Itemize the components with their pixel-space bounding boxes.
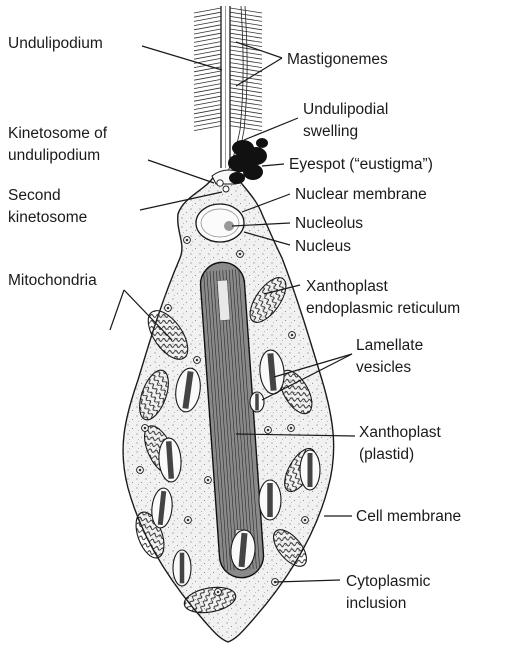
label-cell-membrane: Cell membrane bbox=[356, 508, 461, 525]
mastigoneme-hair bbox=[230, 67, 262, 72]
mastigoneme-hair bbox=[230, 117, 262, 122]
label-undulipodial-swelling-2: swelling bbox=[303, 123, 358, 140]
label-lamellate-1: Lamellate bbox=[356, 337, 423, 354]
label-xanthoplast-plastid-2: (plastid) bbox=[359, 446, 414, 463]
mastigoneme-hair bbox=[230, 92, 262, 97]
nucleus bbox=[196, 204, 244, 242]
eyespot bbox=[228, 138, 268, 184]
label-nucleolus: Nucleolus bbox=[295, 215, 363, 232]
mastigoneme-hair bbox=[194, 75, 221, 80]
mastigoneme-hair bbox=[194, 25, 221, 30]
mastigoneme-hair bbox=[194, 12, 221, 17]
label-lamellate-2: vesicles bbox=[356, 359, 411, 376]
mastigoneme-hair bbox=[194, 79, 221, 84]
mastigoneme-hair bbox=[194, 21, 221, 26]
mastigoneme-hair bbox=[194, 37, 221, 42]
mastigoneme-hair bbox=[194, 100, 221, 105]
kinetosome bbox=[217, 180, 223, 186]
mastigoneme-hair bbox=[230, 8, 262, 13]
mastigoneme-hair bbox=[194, 50, 221, 55]
label-mitochondria: Mitochondria bbox=[8, 272, 97, 289]
mastigoneme-hair bbox=[194, 113, 221, 118]
label-nuclear-membrane: Nuclear membrane bbox=[295, 186, 427, 203]
mastigoneme-hair bbox=[194, 46, 221, 51]
mastigoneme-hair bbox=[230, 33, 262, 38]
mastigoneme-hair bbox=[230, 121, 262, 126]
mastigonemes-hairs bbox=[194, 8, 262, 131]
label-cytoplasmic-2: inclusion bbox=[346, 595, 406, 612]
mastigoneme-hair bbox=[230, 126, 262, 131]
mastigoneme-hair bbox=[230, 58, 262, 63]
label-xanthoplast-plastid-1: Xanthoplast bbox=[359, 424, 442, 441]
mastigoneme-hair bbox=[230, 50, 262, 55]
mastigoneme-hair bbox=[230, 46, 262, 51]
mastigoneme-hair bbox=[230, 113, 262, 118]
mastigoneme-hair bbox=[194, 16, 221, 21]
mastigoneme-hair bbox=[194, 42, 221, 47]
mastigoneme-hair bbox=[194, 71, 221, 76]
mastigoneme-hair bbox=[230, 88, 262, 93]
mastigoneme-hair bbox=[194, 29, 221, 34]
lamellate-vesicle bbox=[259, 480, 281, 520]
mastigoneme-hair bbox=[194, 121, 221, 126]
label-xanthoplast-er-1: Xanthoplast bbox=[306, 278, 389, 295]
mastigoneme-hair bbox=[194, 54, 221, 59]
mastigoneme-hair bbox=[194, 109, 221, 114]
mastigoneme-hair bbox=[194, 8, 221, 13]
undulipodium-shaft bbox=[221, 6, 230, 168]
mastigoneme-hair bbox=[230, 37, 262, 42]
mastigoneme-hair bbox=[194, 96, 221, 101]
mastigoneme-hair bbox=[194, 33, 221, 38]
label-nucleus: Nucleus bbox=[295, 238, 351, 255]
mastigoneme-hair bbox=[194, 105, 221, 110]
mastigoneme-hair bbox=[194, 126, 221, 131]
label-kinetosome-2: undulipodium bbox=[8, 147, 100, 164]
lamellate-vesicle bbox=[250, 392, 264, 412]
mastigoneme-hair bbox=[230, 84, 262, 89]
mastigoneme-hair bbox=[194, 92, 221, 97]
label-undulipodial-swelling-1: Undulipodial bbox=[303, 101, 388, 118]
lamellate-vesicle bbox=[173, 550, 191, 586]
lamellate-vesicle bbox=[300, 450, 320, 490]
label-kinetosome-1: Kinetosome of bbox=[8, 125, 108, 142]
mastigoneme-hair bbox=[194, 117, 221, 122]
mastigoneme-hair bbox=[194, 84, 221, 89]
label-second-kinetosome-1: Second bbox=[8, 187, 61, 204]
mastigoneme-hair bbox=[194, 67, 221, 72]
label-xanthoplast-er-2: endoplasmic reticulum bbox=[306, 300, 460, 317]
second-kinetosome bbox=[223, 186, 229, 192]
mastigoneme-hair bbox=[230, 63, 262, 68]
label-second-kinetosome-2: kinetosome bbox=[8, 209, 87, 226]
label-mastigonemes: Mastigonemes bbox=[287, 51, 388, 68]
mastigoneme-hair bbox=[194, 88, 221, 93]
label-undulipodium: Undulipodium bbox=[8, 35, 103, 52]
label-cytoplasmic-1: Cytoplasmic bbox=[346, 573, 431, 590]
mastigoneme-hair bbox=[230, 12, 262, 17]
label-eyespot: Eyespot (“eustigma”) bbox=[289, 156, 433, 173]
mastigoneme-hair bbox=[230, 54, 262, 59]
